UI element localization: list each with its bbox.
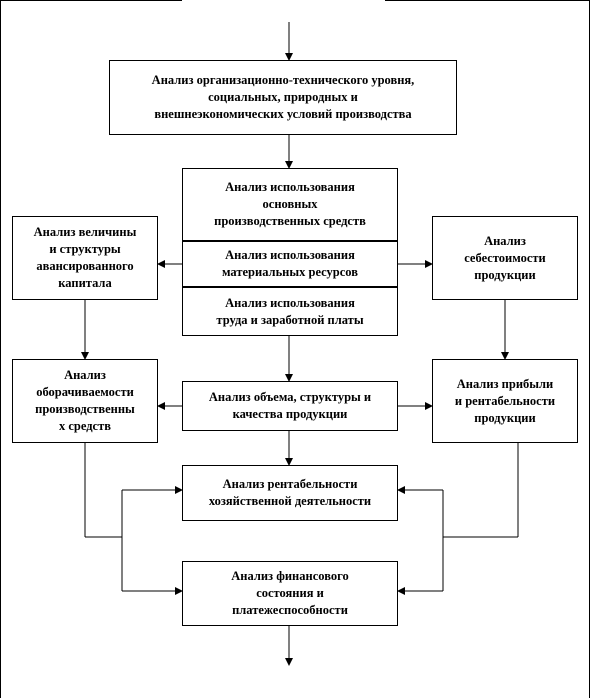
node-output: Анализ объема, структуры и качества прод… [182,381,398,431]
node-capital: Анализ величины и структуры авансированн… [12,216,158,300]
node-labor: Анализ использования труда и заработной … [183,287,397,335]
node-profit: Анализ прибыли и рентабельности продукци… [432,359,578,443]
node-profitability: Анализ рентабельности хозяйственной деят… [182,465,398,521]
node-financial: Анализ финансового состояния и платежесп… [182,561,398,626]
node-turnover: Анализ оборачиваемости производственны х… [12,359,158,443]
resources-group: Анализ использования основных производст… [182,168,398,336]
node-org-tech: Анализ организационно-технического уровн… [109,60,457,135]
node-cost: Анализ себестоимости продукции [432,216,578,300]
node-fixed-assets: Анализ использования основных производст… [183,169,397,241]
node-materials: Анализ использования материальных ресурс… [183,241,397,287]
